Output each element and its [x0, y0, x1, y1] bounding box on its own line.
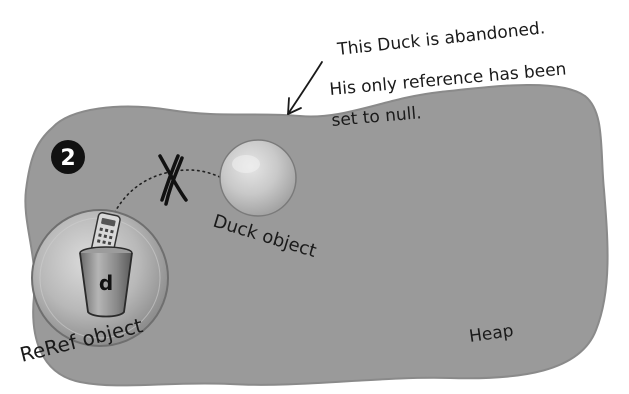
annotation-line-1: This Duck is abandoned. [335, 18, 546, 60]
step-badge: 2 [51, 140, 85, 174]
duck-object [220, 140, 296, 216]
step-number: 2 [60, 146, 75, 171]
arrow-icon [288, 62, 322, 114]
reference-variable-label: d [99, 271, 113, 295]
